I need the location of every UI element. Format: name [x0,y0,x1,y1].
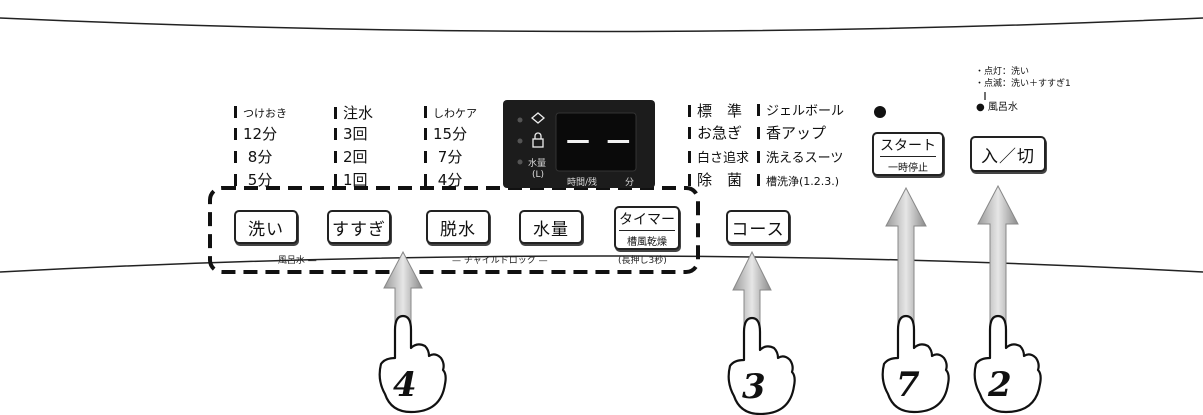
lock-icon [532,138,544,148]
power-button[interactable]: 入／切 [970,136,1046,172]
step-number-3: 3 [742,367,766,407]
power-note-line2: ・点滅：洗い＋すすぎ1 [975,79,1071,89]
long-press-sublabel: (長押し3秒) [618,256,667,266]
rinse-icon [530,112,546,124]
mode-col1-item-1: 12分 [234,127,277,142]
hand-step-7 [881,314,950,414]
bath-water-sublabel: — 風呂水 — [266,256,317,266]
water-level-button[interactable]: 水量 [519,210,583,244]
arrow-step-2 [977,184,1019,327]
led-2 [517,138,523,144]
mode-col3-item-3: 4分 [424,173,462,188]
led-3 [517,159,523,165]
timer-button[interactable]: タイマー 槽風乾燥 [614,206,680,250]
display-icons [530,112,546,148]
course-col1-item-0: 標 準 [688,104,742,119]
start-label: スタート [880,135,936,157]
panel-top-edge [0,17,1203,33]
child-lock-sublabel: — チャイルドロック — [452,256,548,266]
mode-col1-item-2: 8分 [234,150,272,165]
mode-col2-item-3: 1回 [334,173,368,188]
course-col1-item-3: 除 菌 [688,173,742,188]
hands [378,314,1042,415]
step-number-2: 2 [988,365,1012,405]
start-indicator-dot [874,106,886,118]
display-water-unit: (L) [532,170,545,180]
hand-step-4 [378,314,447,414]
mode-col3-item-2: 7分 [424,150,462,165]
hand-step-3 [727,316,796,415]
course-col1-item-2: 白さ追求 [688,151,749,165]
panel-bottom-edge [0,255,1203,273]
led-1 [517,117,523,123]
spin-button[interactable]: 脱水 [426,210,490,244]
display-screen [555,112,637,172]
arrow-step-7 [885,186,927,327]
display-water-label: 水量 [528,159,547,169]
button-group-dashed-outline [208,186,700,274]
step-number-4: 4 [393,365,417,405]
power-note-line1: ・点灯：洗い [975,67,1030,77]
mode-col3-item-1: 15分 [424,127,467,142]
mode-col2-item-2: 2回 [334,150,368,165]
mode-col2-item-0: 注水 [334,106,373,121]
tub-dry-label: 槽風乾燥 [627,236,667,248]
course-col2-item-1: 香アップ [757,126,826,141]
display-time-unit: 分 [625,178,635,188]
start-pause-button[interactable]: スタート 一時停止 [872,132,944,176]
mode-col1-item-3: 5分 [234,173,272,188]
wash-button[interactable]: 洗い [234,210,298,244]
hand-step-2 [973,314,1042,414]
arrow-step-3 [732,250,772,329]
course-col2-item-2: 洗えるスーツ [757,151,843,165]
display-digits: — — [566,126,635,154]
course-col2-item-3: 槽洗浄(1.2.3.) [757,174,839,187]
course-col1-item-1: お急ぎ [688,126,742,141]
display-time-label: 時間/残 [567,178,598,188]
step-number-7: 7 [896,365,920,405]
pause-label: 一時停止 [888,162,928,174]
rinse-button[interactable]: すすぎ [327,210,391,244]
bath-water-led-label: ● 風呂水 [976,102,1018,113]
mode-col3-item-0: しわケア [424,106,477,119]
mode-col2-item-1: 3回 [334,127,368,142]
course-col2-item-0: ジェルボール [757,104,844,118]
course-button[interactable]: コース [726,210,790,244]
mode-col1-item-0: つけおき [234,106,287,119]
timer-button-label: タイマー [619,209,675,231]
